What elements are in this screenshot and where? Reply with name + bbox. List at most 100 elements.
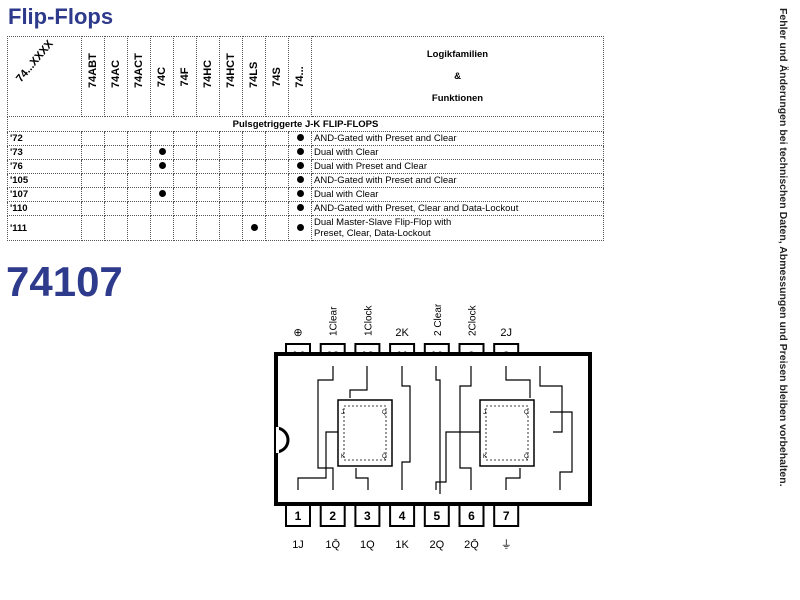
ff2-qbar-label: Q̄ bbox=[524, 453, 529, 460]
availability-dot bbox=[296, 162, 304, 169]
availability-cell bbox=[173, 187, 197, 202]
availability-cell bbox=[127, 201, 151, 216]
availability-cell bbox=[265, 187, 289, 202]
availability-cell bbox=[242, 201, 266, 216]
availability-cell bbox=[150, 215, 174, 241]
availability-dot bbox=[250, 223, 258, 231]
availability-cell bbox=[81, 131, 105, 146]
family-header: 74ACT bbox=[127, 36, 151, 117]
function-line: AND-Gated with Preset and Clear bbox=[314, 175, 457, 186]
availability-cell bbox=[288, 145, 312, 160]
availability-cell bbox=[104, 159, 128, 174]
pin-label: 1K bbox=[395, 539, 409, 551]
availability-cell bbox=[150, 145, 174, 160]
availability-cell bbox=[150, 187, 174, 202]
pin-label: 1Clear bbox=[329, 306, 340, 336]
availability-cell bbox=[242, 131, 266, 146]
availability-cell bbox=[242, 159, 266, 174]
availability-cell bbox=[127, 215, 151, 241]
availability-dot bbox=[296, 204, 304, 211]
availability-cell bbox=[196, 131, 220, 146]
table-row: '107 Dual with Clear bbox=[7, 187, 604, 202]
family-header: 74F bbox=[173, 36, 197, 117]
availability-cell bbox=[173, 145, 197, 160]
availability-cell bbox=[173, 201, 197, 216]
family-header: 74ABT bbox=[81, 36, 105, 117]
pin-number: 5 bbox=[433, 509, 440, 523]
availability-cell bbox=[81, 159, 105, 174]
availability-cell bbox=[288, 131, 312, 146]
availability-cell bbox=[219, 201, 243, 216]
ff1-j-label: J bbox=[341, 410, 344, 416]
page-title: Flip-Flops bbox=[8, 4, 114, 29]
family-header: 74AC bbox=[104, 36, 128, 117]
availability-dot bbox=[158, 190, 166, 197]
availability-cell bbox=[150, 159, 174, 174]
availability-cell bbox=[173, 173, 197, 188]
availability-cell bbox=[150, 201, 174, 216]
availability-cell bbox=[127, 187, 151, 202]
flip-flop-1: J K Q Q̄ bbox=[337, 399, 393, 467]
chip-body bbox=[274, 352, 592, 506]
availability-dot bbox=[296, 134, 304, 141]
corner-label: 74...XXXX bbox=[14, 38, 56, 85]
availability-dot bbox=[158, 148, 166, 155]
family-header-label: 74ACT bbox=[133, 52, 145, 88]
availability-cell bbox=[196, 173, 220, 188]
ff2-box bbox=[479, 399, 535, 467]
family-header-label: 74... bbox=[294, 65, 306, 88]
availability-cell bbox=[265, 145, 289, 160]
availability-cell bbox=[127, 173, 151, 188]
part-cell: '107 bbox=[7, 187, 82, 202]
function-cell: AND-Gated with Preset, Clear and Data-Lo… bbox=[311, 201, 604, 216]
family-header-label: 74ABT bbox=[87, 52, 99, 88]
availability-cell bbox=[265, 215, 289, 241]
function-line: Preset, Clear, Data-Lockout bbox=[314, 228, 431, 239]
part-cell: '105 bbox=[7, 173, 82, 188]
part-cell: '111 bbox=[7, 215, 82, 241]
function-line: Dual with Clear bbox=[314, 189, 379, 200]
availability-cell bbox=[265, 131, 289, 146]
pin-label: 1Clock bbox=[363, 304, 374, 336]
availability-cell bbox=[127, 131, 151, 146]
pin-label: 2J bbox=[500, 327, 512, 339]
family-header-label: 74HCT bbox=[225, 52, 237, 88]
availability-cell bbox=[265, 159, 289, 174]
function-cell: AND-Gated with Preset and Clear bbox=[311, 131, 604, 146]
function-cell: Dual with Clear bbox=[311, 187, 604, 202]
availability-cell bbox=[219, 173, 243, 188]
family-header-label: 74C bbox=[156, 66, 168, 87]
ff2-q-label: Q bbox=[524, 410, 529, 416]
availability-cell bbox=[242, 187, 266, 202]
ff1-box bbox=[337, 399, 393, 467]
function-cell: Dual with Preset and Clear bbox=[311, 159, 604, 174]
flip-flop-2: J K Q Q̄ bbox=[479, 399, 535, 467]
availability-cell bbox=[219, 159, 243, 174]
function-cell: AND-Gated with Preset and Clear bbox=[311, 173, 604, 188]
availability-dot bbox=[296, 148, 304, 155]
pin-number: 4 bbox=[399, 509, 406, 523]
ff1-inner-box bbox=[343, 405, 387, 461]
availability-dot bbox=[296, 190, 304, 197]
logik-header-line: Logikfamilien bbox=[426, 48, 489, 60]
pinout-diagram: 14⊕131Clear121Clock112K102 Clear92Clock8… bbox=[274, 303, 592, 551]
availability-cell bbox=[288, 187, 312, 202]
function-cell: Dual with Clear bbox=[311, 145, 604, 160]
family-header: 74... bbox=[288, 36, 312, 117]
availability-cell bbox=[173, 159, 197, 174]
ff1-k-label: K bbox=[341, 454, 345, 460]
logik-header: Logikfamilien&Funktionen bbox=[311, 36, 604, 117]
availability-cell bbox=[196, 145, 220, 160]
availability-cell bbox=[127, 159, 151, 174]
availability-cell bbox=[150, 173, 174, 188]
pin-number: 1 bbox=[295, 509, 302, 523]
availability-cell bbox=[288, 215, 312, 241]
availability-cell bbox=[265, 201, 289, 216]
